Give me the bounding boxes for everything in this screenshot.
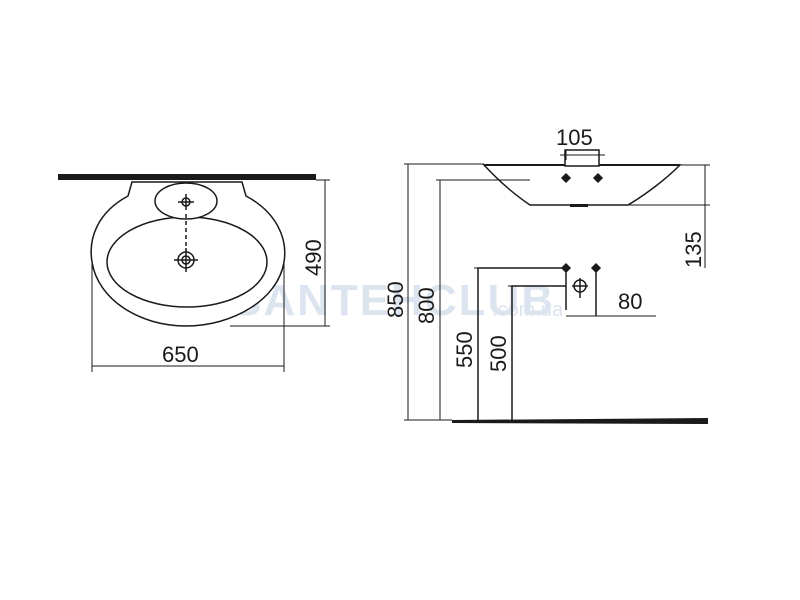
top-view-wall bbox=[58, 174, 316, 180]
dim-overall-height: 850 bbox=[383, 281, 408, 318]
tap-hole-icon bbox=[178, 194, 194, 210]
dim-bowl-depth: 135 bbox=[681, 231, 706, 268]
drain-icon bbox=[174, 248, 198, 272]
floor-line bbox=[452, 418, 708, 424]
top-valve-icon-left bbox=[560, 172, 572, 184]
dim-tap-spacing: 105 bbox=[556, 125, 593, 150]
drain-valve-icon bbox=[572, 278, 588, 298]
basin-side-profile bbox=[482, 164, 682, 206]
dim-drain-offset: 80 bbox=[618, 289, 642, 314]
dim-drain-height: 500 bbox=[486, 335, 511, 372]
dim-top-depth: 490 bbox=[301, 239, 326, 276]
basin-outer-rim bbox=[90, 181, 286, 327]
watermark: SANTEHCLUB .com.ua bbox=[232, 276, 564, 325]
top-view bbox=[58, 174, 316, 327]
side-view-dimensions bbox=[404, 150, 710, 421]
top-valve-icon-right bbox=[592, 172, 604, 184]
supply-valve-icon bbox=[560, 262, 602, 274]
dim-supply-height: 550 bbox=[452, 331, 477, 368]
watermark-brand: SANTEHCLUB bbox=[232, 276, 555, 325]
watermark-domain: .com.ua bbox=[492, 299, 564, 321]
dim-top-width: 650 bbox=[162, 342, 199, 367]
top-view-dimensions bbox=[91, 179, 330, 372]
dim-rim-height: 800 bbox=[414, 287, 439, 324]
tap-block bbox=[564, 149, 600, 167]
